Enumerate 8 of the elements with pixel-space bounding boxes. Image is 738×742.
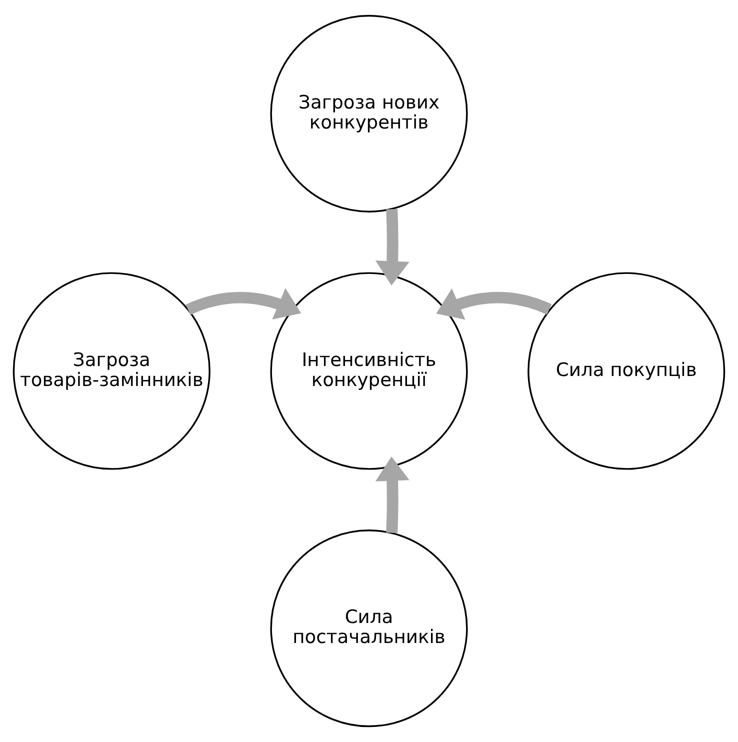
node-circle: Загроза нових конкурентів	[270, 14, 468, 212]
node-circle: Загроза товарів-замінників	[12, 272, 210, 470]
arrow	[436, 288, 552, 320]
node-circle: Сила покупців	[528, 272, 726, 470]
arrow	[186, 288, 302, 320]
node-circle: Сила постачальників	[270, 530, 468, 728]
arrow	[375, 208, 410, 286]
arrow	[375, 456, 410, 534]
